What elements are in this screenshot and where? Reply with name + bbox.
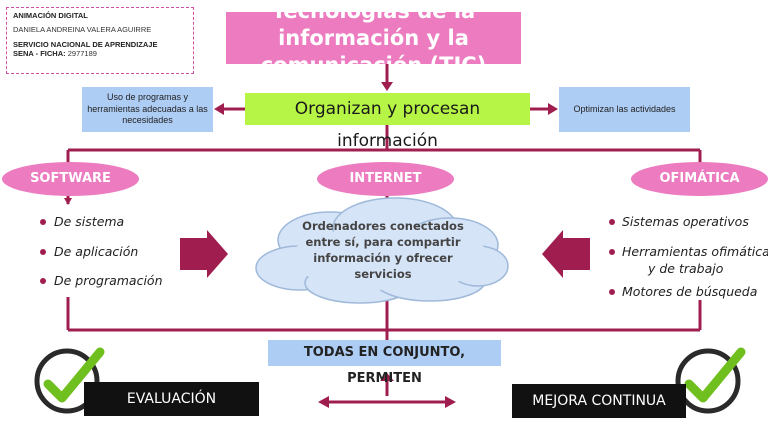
right-double-arrow-head	[445, 396, 456, 408]
info-ficha-value: 2977189	[67, 49, 97, 59]
left-double-arrow-head	[318, 396, 329, 408]
software-item: De aplicación	[54, 244, 139, 259]
bullet-dot	[609, 249, 615, 255]
right-check-icon	[675, 347, 746, 414]
title-line-3: comunicación (TIC)	[226, 52, 521, 64]
software-item: De programación	[54, 273, 163, 288]
left-check-icon	[34, 347, 105, 414]
up-arrow-head	[380, 373, 394, 381]
bullet-dot	[40, 219, 46, 225]
right-note-box: Optimizan las actividades	[559, 87, 690, 132]
info-ficha: SENA - FICHA: 2977189	[13, 49, 187, 58]
title-line-1: Tecnologías de la	[226, 12, 521, 25]
info-program: ANIMACIÓN DIGITAL	[13, 11, 88, 20]
page-title: Tecnologías de la información y la comun…	[226, 12, 521, 64]
internet-description: Ordenadores conectados entre sí, para co…	[302, 219, 464, 281]
category-internet: INTERNET	[317, 162, 454, 196]
title-arrow-head	[381, 82, 393, 91]
bullet-dot	[609, 219, 615, 225]
central-concept-box: Organizan y procesan información	[245, 93, 530, 151]
info-author: DANIELA ANDREINA VALERA AGUIRRE	[13, 25, 152, 35]
author-info-box: ANIMACIÓN DIGITAL DANIELA ANDREINA VALER…	[6, 7, 194, 74]
bullet-dot	[609, 289, 615, 295]
ofimatica-item: Sistemas operativos	[622, 214, 749, 229]
left-arrow-head	[214, 103, 224, 115]
category-ofimatica: OFIMÁTICA	[631, 162, 768, 196]
bullet-dot	[40, 278, 46, 284]
ofimatica-item: Motores de búsqueda	[622, 284, 758, 299]
software-item: De sistema	[54, 214, 125, 229]
category-software: SOFTWARE	[2, 162, 139, 196]
info-ficha-label: SENA - FICHA:	[13, 49, 66, 59]
title-line-2: información y la	[278, 26, 469, 50]
evaluation-box: EVALUACIÓN	[84, 382, 259, 416]
ofimatica-item: Herramientas ofimáticas	[622, 244, 768, 259]
bullet-dot	[40, 249, 46, 255]
together-box: TODAS EN CONJUNTO, PERMITEN	[268, 340, 501, 386]
right-block-arrow	[542, 230, 590, 278]
software-arrow-head	[64, 198, 72, 205]
left-block-arrow	[180, 230, 228, 278]
left-note-box: Uso de programas y herramientas adecuada…	[82, 87, 213, 132]
right-arrow-head	[548, 103, 558, 115]
continuous-improvement-box: MEJORA CONTINUA	[512, 384, 686, 418]
info-institution: SERVICIO NACIONAL DE APRENDIZAJE	[13, 39, 158, 49]
ofimatica-item-continuation: y de trabajo	[648, 261, 724, 276]
